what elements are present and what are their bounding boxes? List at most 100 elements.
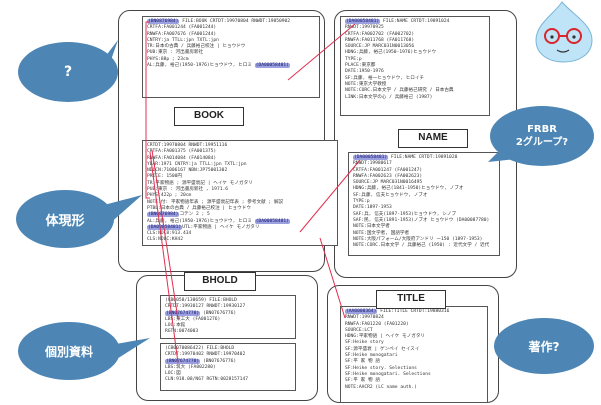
record-line-text: RNWDT:19970925 — [345, 25, 384, 31]
record-line-text: CRTFA:FA001244 (FA001244) — [147, 25, 217, 31]
bubble-frbr-group: FRBR 2グループ? — [490, 106, 594, 166]
record-line-text: PLACE:東京都 — [345, 63, 376, 69]
record-line-text: AL:兵藤, 裕己(1950-1976)ヒョウドウ, ヒロミ — [147, 63, 255, 69]
record-line: SF:Heike monogatari. Selections — [345, 372, 483, 378]
record-line-text: SF:Heike monogatari. Selections — [345, 371, 431, 377]
record-line: SF:平 家 物 語 — [345, 378, 483, 384]
record-line-text: RNWDT:19980617 — [353, 161, 392, 167]
record-line-text: SAF:兵, 信夫(1897-1953)ヒョウドウ, シノブ — [353, 211, 457, 217]
record-line-text: SAF:民, 信夫(1891-1953)ノブオ ヒョウドウ (DA0008778… — [353, 217, 490, 223]
bubble-work: 著作? — [494, 318, 594, 374]
bubble-work-text: 著作? — [528, 339, 560, 354]
record-line: SF:Heike monogatari — [345, 353, 483, 359]
book-label: BOOK — [174, 107, 244, 126]
record-line-text: CLS:NDLC:KH42 — [147, 237, 183, 243]
record-line: RGTN:0074003 — [165, 329, 291, 335]
record-line-text: NOTE:東京大学教授 — [345, 81, 387, 87]
record-line-text: UTL:平家物語 | ヘイケ モノガタリ — [182, 224, 260, 230]
record-line-text: PHYS:88p ; 23cm — [147, 56, 189, 62]
record-line: RNWFA:FA007676 (FA001244) — [147, 32, 315, 38]
record-line: TR:日本の古典 / 兵藤裕己校注 | ヒョウドウ — [147, 44, 315, 50]
record-line: PHYS:422p ; 20cm — [147, 193, 333, 199]
record-line-text: コテン 2 ; 5 — [179, 212, 210, 218]
record-line: LBS:東工大 (FA001276) — [165, 317, 291, 323]
record-line-text: TYPE:p — [345, 56, 362, 62]
record-line-text: SF:Heike monogatari — [345, 353, 398, 359]
record-line: DATE:1950-1976 — [345, 69, 485, 75]
record-line-text: SOURCE:LCT — [345, 327, 373, 333]
record-line: NOTE:付: 平家物語年表 ; 源平盛衰記年表 ; 参考文献 ; 解説 — [147, 200, 333, 206]
record-line-text: FILE:TITLE CRTDT:19880316 — [377, 309, 450, 314]
link-book-to-title — [319, 237, 346, 319]
record-line-text: RNWFA:FA014084 (FA014084) — [147, 155, 217, 161]
record-line: CRTFA:FA001244 (FA001244) — [147, 25, 315, 31]
record-line: SOURCE:LCT — [345, 328, 483, 334]
record-id-highlight: (DA00058481) — [254, 63, 290, 69]
record-line: LINK:日本文学の心 / 兵藤裕己 (1987) — [345, 95, 485, 101]
bubble-frbr-line2: 2グループ? — [515, 137, 569, 148]
record-line-text: NOTE:AACR2 (LC name auth.) — [345, 384, 417, 390]
record-line-text: TR:日本の古典 / 兵藤裕己校注 | ヒョウドウ — [147, 44, 246, 50]
record-line: CRTDT:19930127 RNWDT:19930127 — [165, 304, 291, 310]
link-book-to-name-main — [299, 159, 361, 233]
record-line: (DA00058481)UTL:平家物語 | ヘイケ モノガタリ — [147, 224, 333, 231]
record-line-text: (CB0070086422) FILE:BHOLD — [165, 346, 235, 351]
record-id-highlight: (DA00058481) — [345, 19, 381, 24]
record-line: (BN07674778) (BN07676776) — [165, 310, 291, 317]
record-line: NOTE:日本文学者 — [353, 224, 495, 230]
record-line-text: RGTN:0074003 — [165, 329, 199, 335]
link-bhold-1-to-book — [151, 149, 179, 320]
bubble-frbr-line1: FRBR — [527, 124, 557, 135]
record-line-text: CRTFA:FA001247 (FA001247) — [353, 167, 423, 173]
record-line: CLS:NDLC:KH42 — [147, 237, 333, 243]
record-line-text: (CB0058/138659) FILE:BHOLD — [165, 298, 237, 303]
record-id-highlight: (DA00058481) — [254, 218, 290, 224]
record-line: RNWFA:FA014084 (FA014084) — [147, 156, 333, 162]
record-line: NOTE:CORC.日本文学 / 兵藤裕己 (1950) : 近代文学 / 近代 — [353, 243, 495, 249]
record-line: AL:兵藤, 裕己(1950-1976)ヒョウドウ, ヒロミ (DA000584… — [147, 218, 333, 225]
record-line: NOTE:CORC.日本文学 / 兵藤裕己研究 / 日本古典 — [345, 88, 485, 94]
bubble-tail-bottom-left — [110, 338, 150, 362]
record-line-text: RNWFA:FA007676 (FA001244) — [147, 31, 217, 37]
record-line: CRTFA:FA001247 (FA001247) — [353, 168, 495, 174]
record-line-text: LOC:図 — [165, 371, 181, 377]
record-id-highlight: (BN07674778) — [165, 358, 201, 364]
record-line-text: LOC:本館 — [165, 323, 186, 329]
record-line-text: DATE:1897-1953 — [353, 205, 392, 211]
record-line-text: CRTDT:19930127 RNWDT:19930127 — [165, 304, 246, 310]
record-line: LOC:本館 — [165, 323, 291, 329]
bhold-label: BHOLD — [184, 272, 256, 291]
record-line: PLACE:東京都 — [345, 63, 485, 69]
record-line-text: SF:Heike story. Selections — [345, 365, 417, 371]
record-line: LOC:図 — [165, 371, 291, 377]
record-line-text: HDNG:兵藤, 裕己(1950-1976)ヒョウドウ — [345, 50, 437, 56]
record-line-text: LBS:筑大 (FA002280) — [165, 364, 216, 370]
record-line-text: RNWDT:19970824 — [345, 315, 384, 321]
record-line: SF:平 家 物 語 — [345, 359, 483, 365]
record-line: (DA00058481) FILE:NAME CRTDT:19891024 — [345, 19, 485, 25]
link-bhold-2-to-book — [149, 151, 179, 364]
record-line: CRTDT:19970402 RNWDT:19970402 — [165, 352, 291, 358]
record-line: PUB:東京 : 河出書房新社 — [147, 50, 315, 56]
record-line-text: CLN:918.08/N67 RGTN:0028157147 — [165, 377, 248, 383]
record-line: (BN0876984)コテン 2 ; 5 — [147, 212, 333, 218]
record-line-text: PHYS:422p ; 20cm — [147, 193, 192, 199]
record-line-text: NOTE:CORC.日本文学 / 兵藤裕己研究 / 日本古典 — [345, 88, 454, 94]
record-line: (CB0070086422) FILE:BHOLD — [165, 346, 291, 352]
record-line: SF:源平盛衰 | ゲンペイ セイスイ — [345, 347, 483, 353]
record-line-text: SF:源平盛衰 | ゲンペイ セイスイ — [345, 346, 420, 352]
record-id-highlight: (DA00058481) — [353, 155, 389, 160]
record-line: RNWDT:19970925 — [345, 25, 485, 31]
record-line: SF:Heike story. Selections — [345, 366, 483, 372]
record-line-text: SOURCE:JP MARC031N0016495 — [353, 180, 423, 186]
record-line-text: SF:兵藤, 信夫ヒョウドウ, ノブオ — [353, 192, 428, 198]
bubble-item-text: 個別資料 — [44, 344, 93, 359]
record-line-text: FILE:NAME CRTDT:19891024 — [380, 19, 450, 24]
record-line: SF:Heike story — [345, 340, 483, 346]
record-line: (AA0008364) FILE:TITLE CRTDT:19880316 — [345, 309, 483, 315]
record-line-text: NOTE:日本文学者 — [353, 224, 390, 230]
